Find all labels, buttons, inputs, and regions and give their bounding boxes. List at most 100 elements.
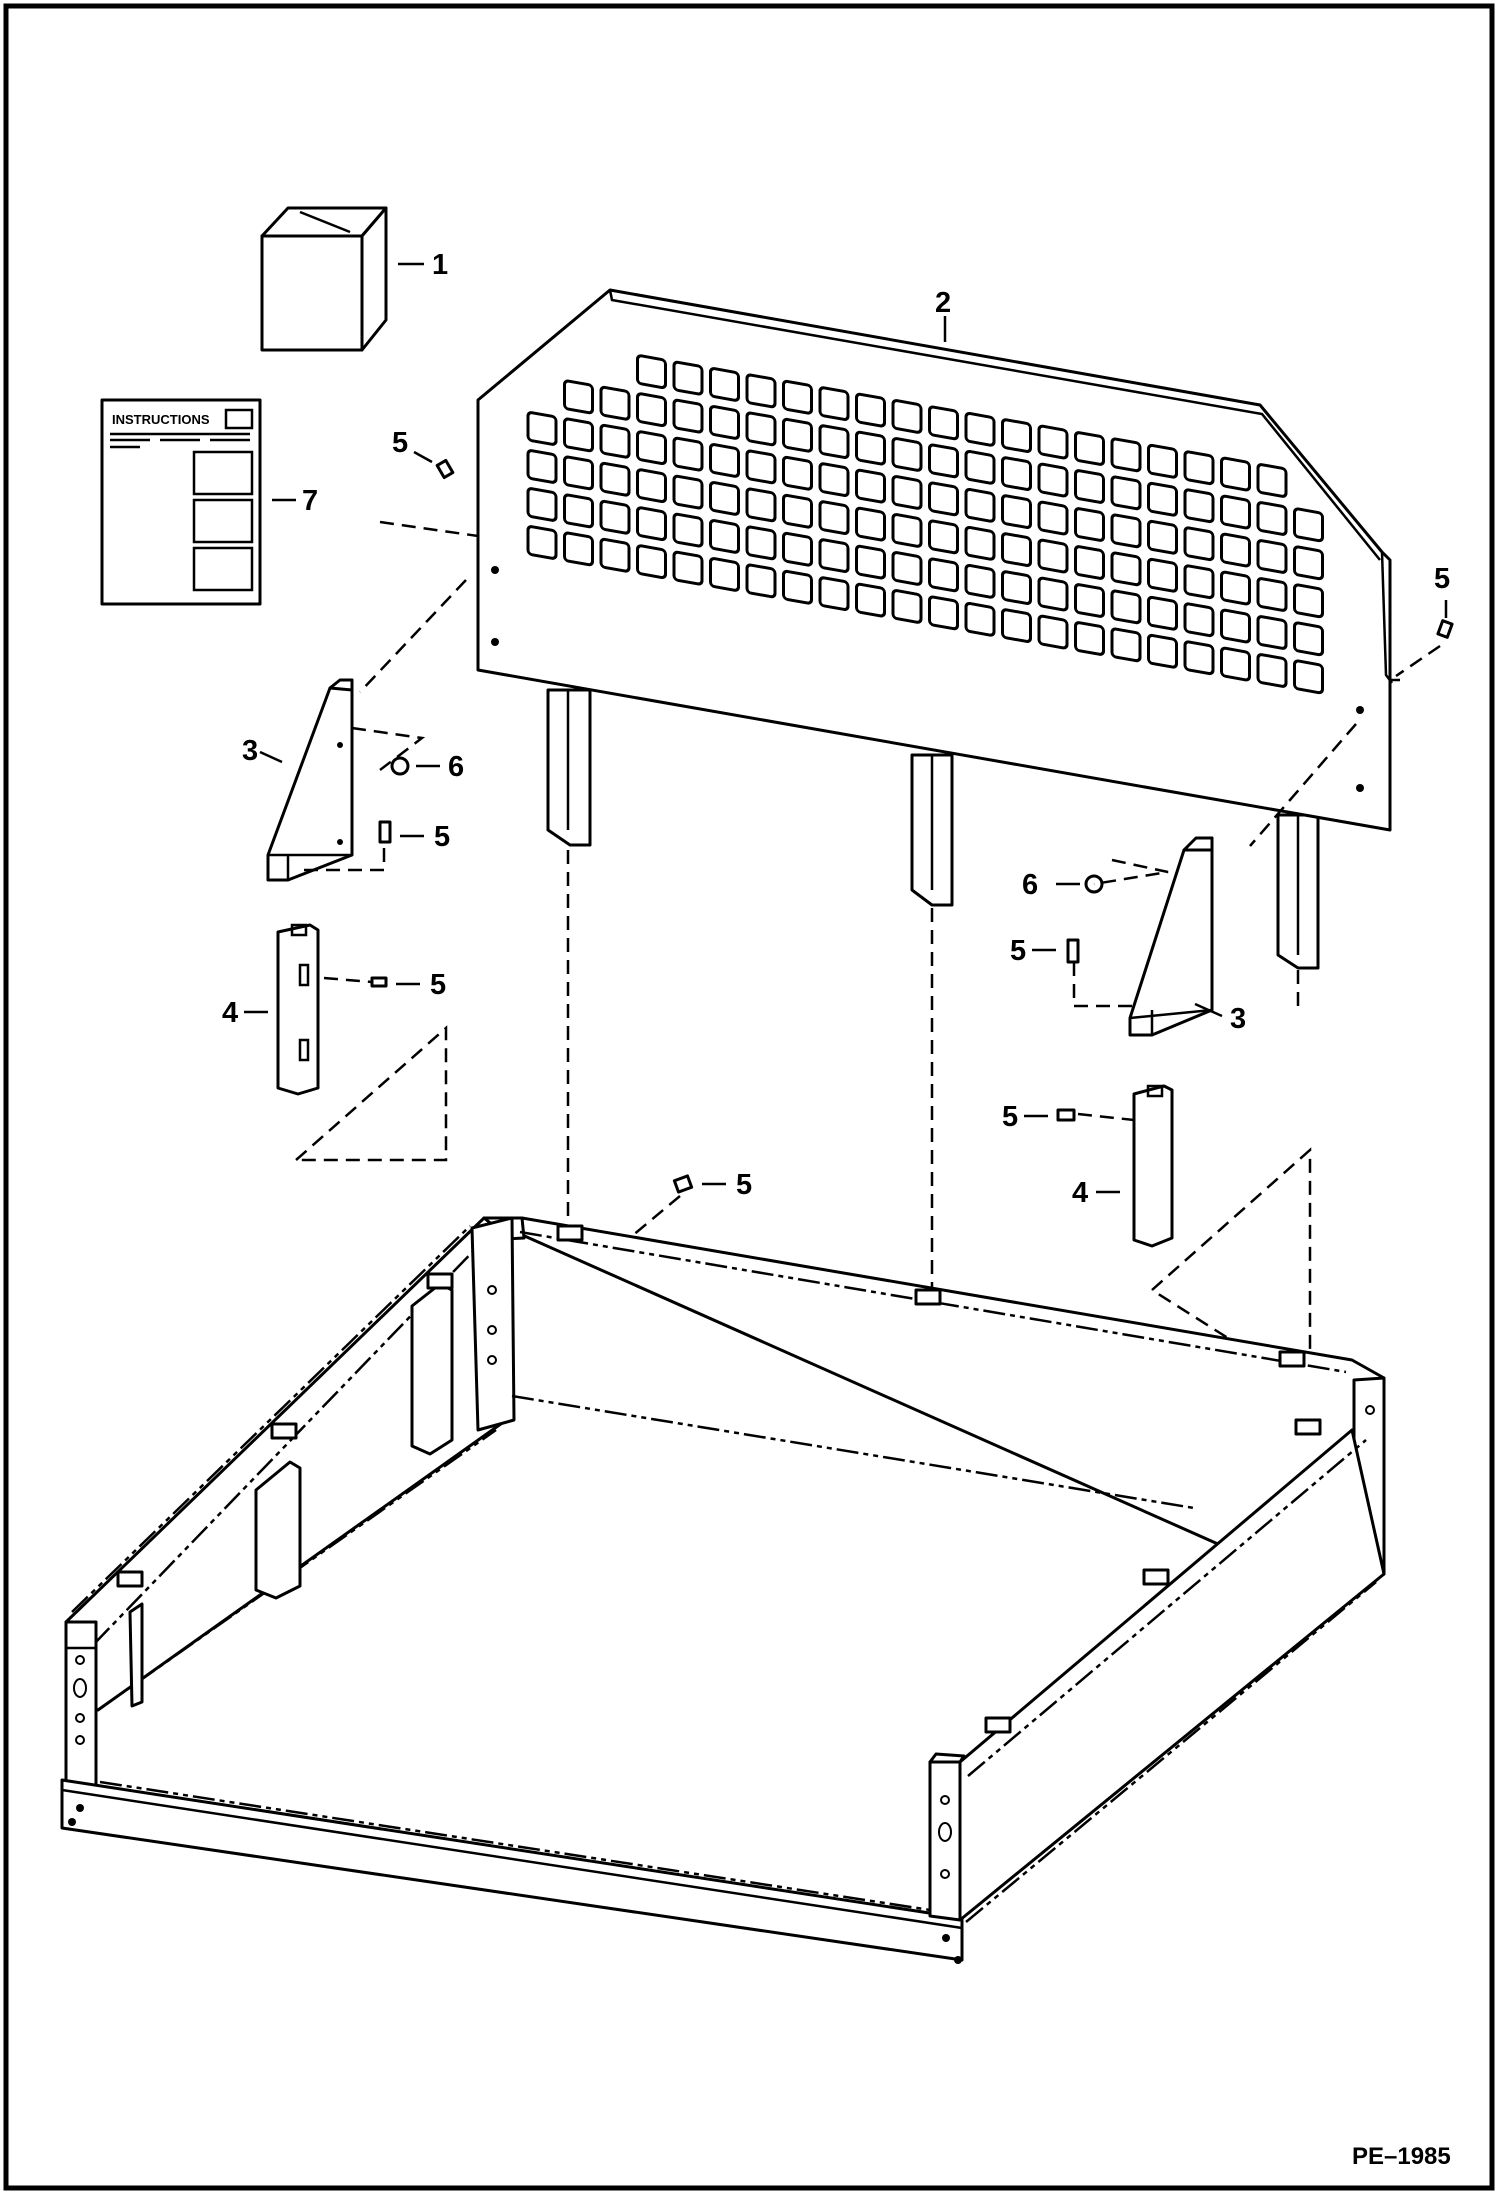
mesh-opening <box>891 589 923 624</box>
part-5-bolt-center <box>672 1174 694 1194</box>
part-6-nut-left <box>390 756 410 776</box>
part-7-instruction-sheet: INSTRUCTIONS <box>100 398 262 606</box>
mesh-opening <box>1074 431 1105 466</box>
mesh-opening <box>526 449 558 484</box>
mesh-opening <box>1001 532 1032 567</box>
mesh-opening <box>855 544 886 580</box>
mesh-opening <box>636 544 667 580</box>
mesh-opening <box>636 392 667 428</box>
mesh-opening <box>891 399 923 434</box>
part-5-bolt-top-right <box>1436 619 1454 639</box>
callout-5-center: 5 <box>736 1169 752 1201</box>
mesh-opening <box>563 531 594 567</box>
part-4-left-post <box>276 923 320 1096</box>
mesh-opening <box>1183 564 1215 600</box>
mesh-opening <box>1293 545 1324 581</box>
mesh-opening <box>782 455 813 491</box>
mesh-opening <box>782 531 813 567</box>
callout-5-left-post: 5 <box>430 969 446 1001</box>
mesh-opening <box>1074 469 1105 504</box>
mesh-opening <box>964 601 996 637</box>
mesh-opening <box>709 367 740 402</box>
mesh-opening <box>1147 481 1178 517</box>
callout-1: 1 <box>432 249 448 281</box>
mesh-opening <box>709 481 740 516</box>
mesh-opening <box>782 379 813 415</box>
mesh-opening <box>1074 583 1105 618</box>
mesh-opening <box>563 493 594 529</box>
mesh-opening <box>1256 501 1288 536</box>
mesh-opening <box>891 551 923 586</box>
part-5-bolt-left-bracket <box>378 820 392 844</box>
mesh-opening <box>745 525 777 561</box>
mesh-opening <box>672 436 704 472</box>
mesh-opening <box>928 519 959 555</box>
mesh-opening <box>1037 576 1069 612</box>
mesh-opening <box>928 443 959 479</box>
callout-3-right: 3 <box>1230 1003 1246 1035</box>
mesh-opening <box>1037 462 1069 498</box>
base-frame <box>60 1216 1386 1964</box>
mesh-opening <box>1110 475 1142 511</box>
mesh-opening <box>1220 608 1251 644</box>
callout-5-right-post: 5 <box>1002 1101 1018 1133</box>
part-1-box <box>260 206 388 352</box>
mesh-opening <box>964 487 996 523</box>
mesh-opening <box>818 500 850 536</box>
mesh-opening <box>1256 539 1288 574</box>
mesh-opening <box>636 430 667 466</box>
mesh-opening <box>672 398 704 434</box>
mesh-opening <box>782 569 813 605</box>
mesh-opening <box>599 461 631 497</box>
mesh-opening <box>745 563 777 599</box>
mesh-opening <box>599 385 631 421</box>
mesh-opening <box>1256 577 1288 612</box>
mesh-opening <box>855 506 886 542</box>
mesh-opening <box>1256 653 1288 688</box>
mesh-opening <box>672 550 704 586</box>
mesh-opening <box>672 360 704 396</box>
mesh-opening <box>1001 418 1032 453</box>
mesh-opening <box>928 405 959 441</box>
mesh-opening <box>1110 437 1142 473</box>
mesh-opening <box>1147 557 1178 593</box>
mesh-opening <box>599 499 631 535</box>
instructions-heading: INSTRUCTIONS <box>112 412 210 427</box>
mesh-opening <box>782 417 813 453</box>
mesh-opening <box>1293 659 1324 695</box>
mesh-opening <box>745 487 777 523</box>
mesh-opening <box>1183 450 1215 486</box>
callout-2: 2 <box>935 287 951 319</box>
mesh-opening <box>563 455 594 491</box>
part-5-bolt-right-bracket <box>1066 938 1080 964</box>
mesh-opening <box>891 513 923 548</box>
mesh-opening <box>563 417 594 453</box>
mesh-opening <box>1183 602 1215 638</box>
mesh-opening <box>1183 488 1215 524</box>
callout-6-right: 6 <box>1022 869 1038 901</box>
mesh-opening <box>1220 456 1251 492</box>
mesh-opening <box>964 449 996 485</box>
mesh-opening <box>1183 526 1215 562</box>
mesh-opening <box>1220 646 1251 682</box>
mesh-opening <box>672 512 704 548</box>
mesh-opening <box>782 493 813 529</box>
mesh-opening <box>1074 507 1105 542</box>
mesh-opening <box>1110 551 1142 587</box>
callout-4-left: 4 <box>222 997 238 1029</box>
part-3-left-bracket <box>266 678 354 882</box>
mesh-opening <box>709 557 740 592</box>
mesh-opening <box>818 538 850 574</box>
mesh-opening <box>1037 500 1069 536</box>
mesh-opening <box>1001 494 1032 529</box>
part-3-right-bracket <box>1128 836 1214 1037</box>
mesh-opening <box>1147 519 1178 555</box>
callout-5-left-bracket: 5 <box>434 821 450 853</box>
callout-6-left: 6 <box>448 751 464 783</box>
mesh-opening <box>1183 640 1215 676</box>
mesh-opening <box>1256 463 1288 498</box>
assembly-lines <box>295 520 1441 1393</box>
mesh-opening <box>599 423 631 459</box>
mesh-opening <box>855 582 886 618</box>
mesh-opening <box>855 468 886 504</box>
